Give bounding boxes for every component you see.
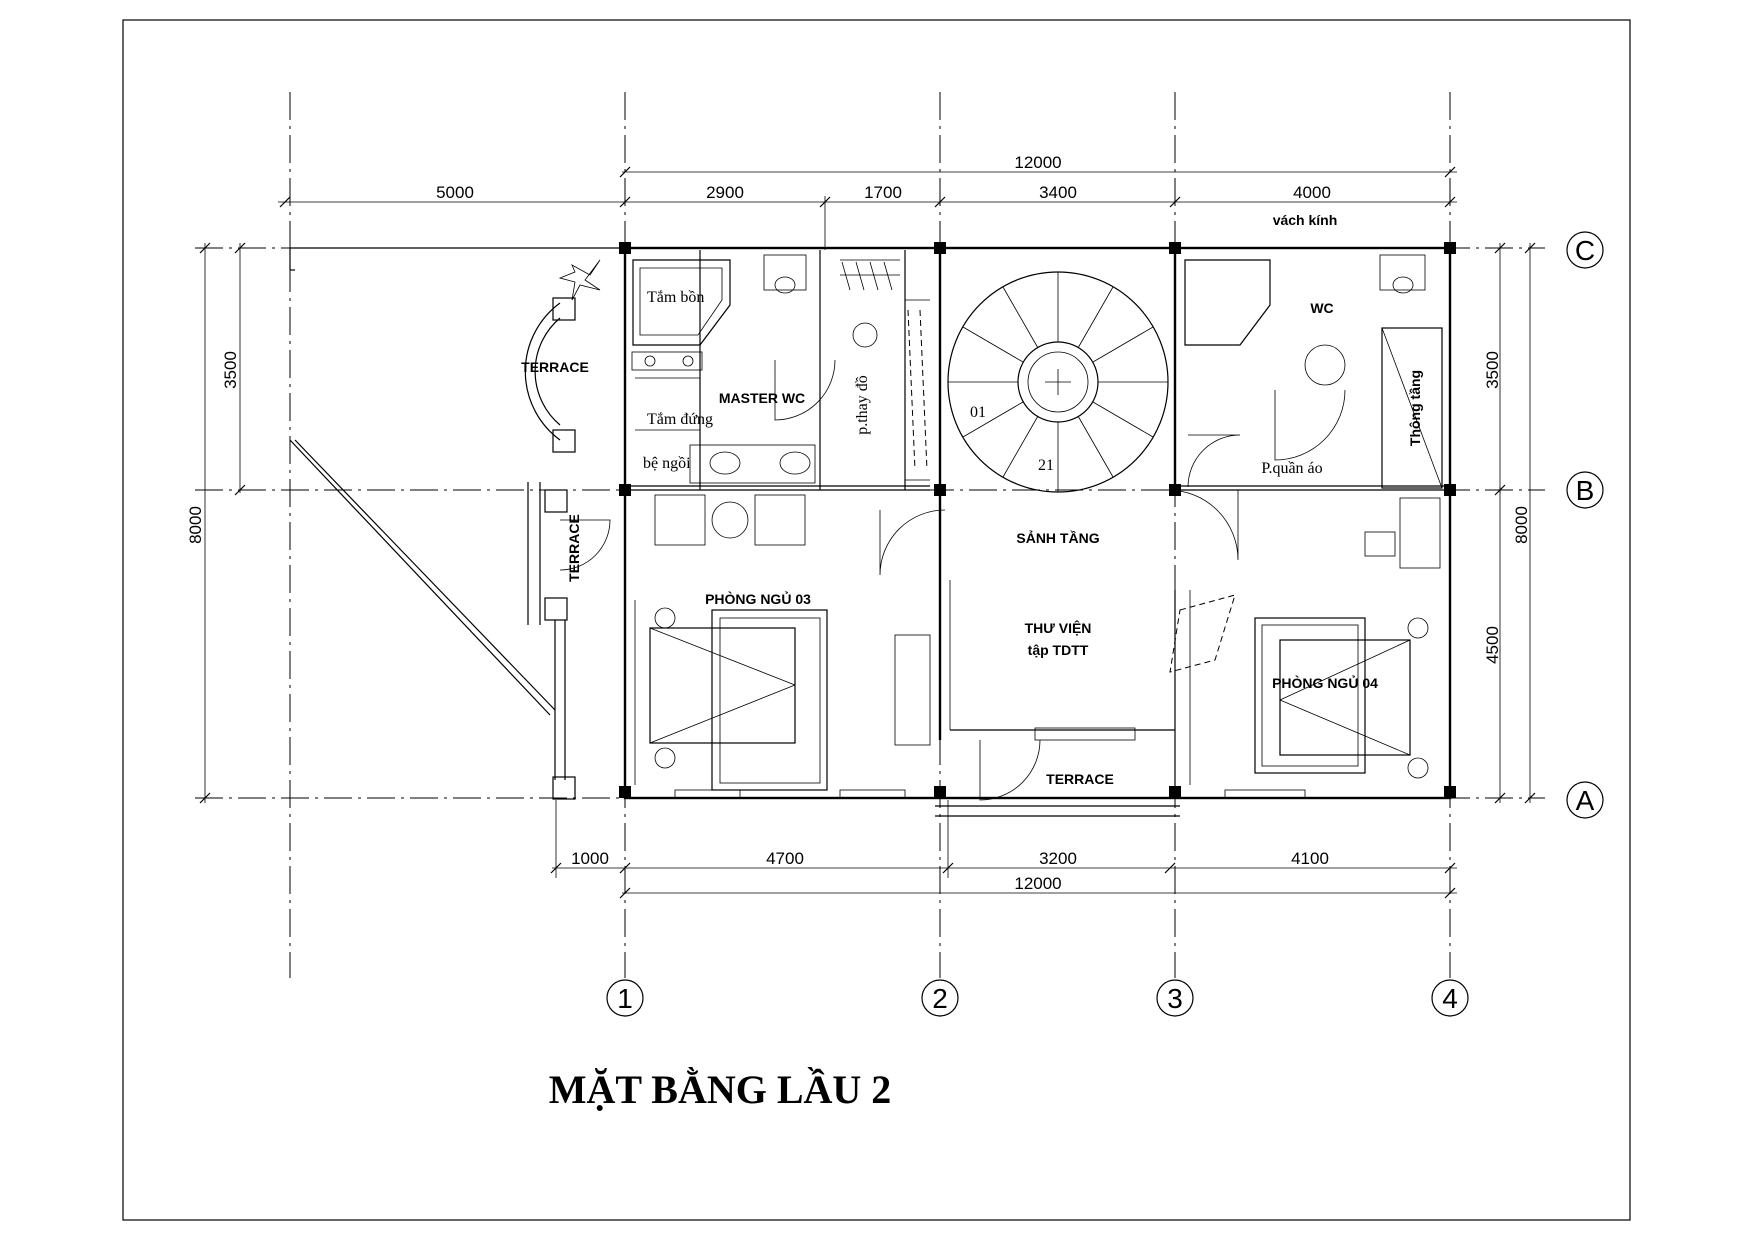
grid-bubble-2: [921, 979, 959, 1017]
note-shower: Tắm đứng: [647, 411, 713, 428]
spiral-stair: 01 21: [947, 271, 1169, 493]
windows: [674, 789, 1306, 817]
top-dimensions: 12000 5000 2900 1700 3400 4000: [278, 153, 1457, 250]
grid-bubble-3: [1156, 979, 1194, 1017]
dim-top-3: 3400: [1039, 183, 1077, 202]
room-master-wc: MASTER WC: [719, 390, 805, 406]
dim-bottom-2: 3200: [1039, 849, 1077, 868]
grid-bubble-4: [1431, 979, 1469, 1017]
dim-top-0: 5000: [436, 183, 474, 202]
stair-start: 01: [970, 404, 986, 421]
dim-top-2: 1700: [864, 183, 902, 202]
dim-bottom-1: 4700: [766, 849, 804, 868]
bedroom-04-furniture: PHÒNG NGỦ 04: [1169, 497, 1441, 779]
grid-label-c: C: [1575, 235, 1595, 266]
grid-label-b: B: [1576, 475, 1595, 506]
grid-bubble-1: [606, 979, 644, 1017]
right-dimensions: 3500 8000 4500: [1483, 242, 1536, 804]
note-wardrobe: P.quần áo: [1261, 460, 1322, 477]
drawing-title: MẶT BẰNG LẦU 2: [549, 1067, 892, 1112]
grid-bubbles: 1 2 3 4 C B A: [606, 231, 1604, 1017]
dim-left-1: 8000: [186, 506, 205, 544]
closet-hangers: [840, 259, 930, 481]
left-terrace: TERRACE TERRACE: [289, 247, 620, 800]
grid-label-2: 2: [932, 983, 948, 1014]
grid-label-a: A: [1576, 785, 1595, 816]
note-ventilation: Thông tầng: [1407, 370, 1423, 446]
note-bathtub: Tắm bồn: [647, 289, 704, 306]
structural-columns: [619, 242, 1456, 798]
sheet-border: [122, 19, 1631, 1221]
bedroom-03-furniture: PHÒNG NGỦ 03: [649, 494, 931, 791]
dim-right-1: 8000: [1512, 506, 1531, 544]
walls: [623, 246, 1452, 800]
grid-label-1: 1: [617, 983, 633, 1014]
bottom-dimensions: 1000 4700 3200 4100 12000: [550, 800, 1457, 899]
axis-lines: [195, 92, 1545, 978]
room-terrace-side: TERRACE: [566, 514, 582, 582]
grid-bubble-c: [1566, 231, 1604, 269]
central-lobby: SẢNH TẦNG THƯ VIỆN tập TDTT TERRACE: [1016, 530, 1136, 787]
room-lobby: SẢNH TẦNG: [1016, 530, 1099, 546]
room-library-line1: THƯ VIỆN: [1025, 619, 1092, 636]
room-bedroom-03: PHÒNG NGỦ 03: [705, 590, 811, 607]
dim-top-4: 4000: [1293, 183, 1331, 202]
dim-bottom-0: 1000: [571, 849, 609, 868]
room-terrace-left: TERRACE: [521, 359, 589, 375]
note-glass-wall: vách kính: [1273, 212, 1338, 228]
dim-left-0: 3500: [221, 351, 240, 389]
dim-bottom-3: 4100: [1291, 849, 1329, 868]
dim-right-0: 3500: [1483, 351, 1502, 389]
right-wc-fixtures: WC vách kính P.quần áo Thông tầng: [1184, 212, 1443, 489]
room-library-line2: tập TDTT: [1028, 642, 1089, 658]
grid-bubble-b: [1566, 471, 1604, 509]
dim-top-1: 2900: [706, 183, 744, 202]
grid-label-3: 3: [1167, 983, 1183, 1014]
note-toilet: bệ ngồi: [643, 455, 691, 472]
grid-label-4: 4: [1442, 983, 1458, 1014]
left-dimensions: 3500 8000: [186, 242, 246, 804]
master-wc-fixtures: Tắm bồn Tắm đứng bệ ngồi MASTER WC p.tha…: [631, 254, 878, 484]
dim-top-total: 12000: [1014, 153, 1061, 172]
dim-right-2: 4500: [1483, 626, 1502, 664]
room-bedroom-04: PHÒNG NGỦ 04: [1272, 674, 1378, 691]
dim-bottom-total: 12000: [1014, 874, 1061, 893]
stair-end: 21: [1038, 457, 1054, 474]
room-wc: WC: [1310, 300, 1333, 316]
room-terrace-bottom: TERRACE: [1046, 771, 1114, 787]
grid-bubble-a: [1566, 781, 1604, 819]
note-changing-room: p.thay đồ: [854, 375, 871, 435]
doors: [559, 359, 1346, 801]
